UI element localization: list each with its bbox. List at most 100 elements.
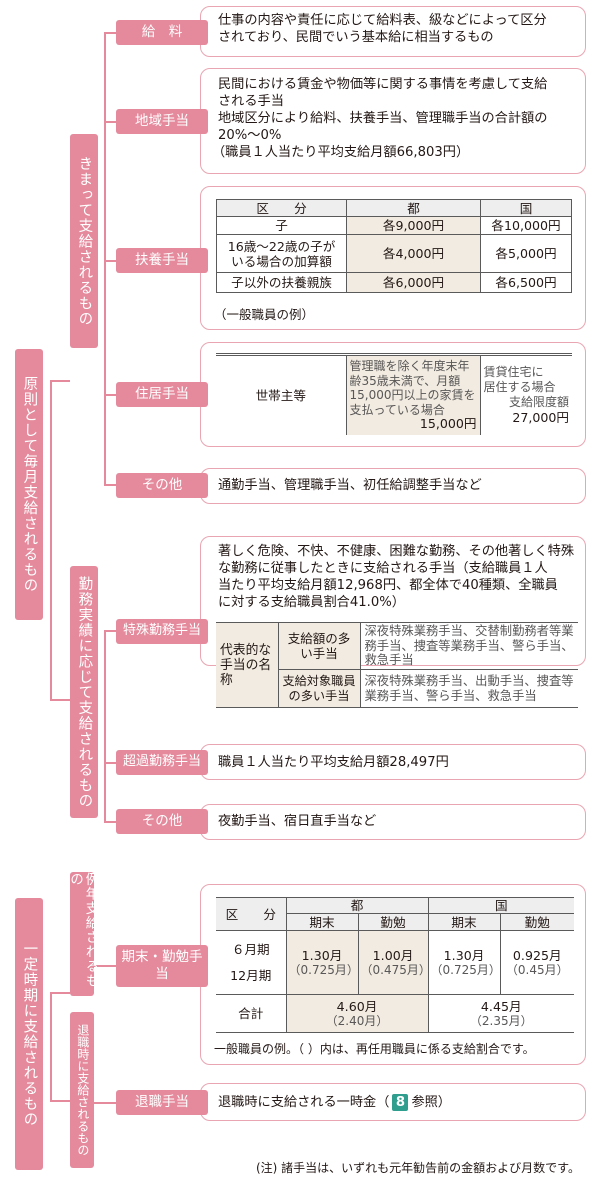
sonota1-text: 通勤手当、管理職手当、初任給調整手当など xyxy=(218,478,482,493)
jukyo-to-cell: 管理職を除く年度末年齢35歳未満で、月額15,000円以上の家賃を支払っている場… xyxy=(345,353,481,435)
sonota1-box xyxy=(200,468,586,504)
group-kimatte-label: きまって支給されるもの xyxy=(70,134,98,348)
kimatsu-to-total-cell: 4.60月 （2.40月） xyxy=(285,994,429,1033)
tokushu-text-3: 当たり平均支給月額12,968円、都全体で40種類、全職員 xyxy=(218,578,558,593)
sonota2-tag: その他 xyxy=(116,809,208,834)
tokushu-row1-value: 深夜特殊業務手当、交替制勤務者等業務手当、捜査等業務手当、警ら手当、救急手当 xyxy=(359,621,578,671)
jukyo-tag: 住居手当 xyxy=(116,382,208,407)
tokushu-text-2: な勤務に従事したときに支給される手当（支給職員１人 xyxy=(218,561,548,576)
kimatsu-to-total: 4.60月 xyxy=(336,998,378,1014)
connector-line xyxy=(104,394,116,396)
kimatsu-table: 区 分 都 国 期末 勤勉 期末 勤勉 ６月期 12月期 1.30月 （0.72… xyxy=(216,897,574,1033)
fuyo-table: 区 分 都 国 子 各9,000円 各10,000円 16歳〜22歳の子がいる場… xyxy=(216,199,572,293)
connector-line xyxy=(50,380,52,699)
chiiki-box xyxy=(200,68,586,174)
kimatsu-row-periods: ６月期 12月期 xyxy=(216,930,287,995)
sonota1-tag: その他 xyxy=(116,473,208,498)
kimatsu-header-to: 都 xyxy=(285,897,429,914)
fuyo-row-to: 各6,000円 xyxy=(346,272,481,293)
kyuryo-text-1: 仕事の内容や責任に応じて給料表、級などによって区分 xyxy=(218,13,547,28)
jukyo-kuni-desc-2: 居住する場合 xyxy=(483,380,556,395)
kimatsu-kuni-kimatsu: 1.30月 xyxy=(443,947,485,963)
fuyo-row-label: 16歳〜22歳の子がいる場合の加算額 xyxy=(216,234,347,273)
connector-line xyxy=(50,380,70,382)
kimatsu-kuni-kimatsu-sub: （0.725月） xyxy=(430,962,501,977)
kimatsu-note: 一般職員の例。（ ）内は、再任用職員に係る支給割合です。 xyxy=(214,1042,535,1056)
choka-tag: 超過勤務手当 xyxy=(116,750,208,775)
group-taishoku-label: 退職時に支給されるもの xyxy=(70,1012,94,1168)
group-kinmu-label: 勤務実績に応じて支給されるもの xyxy=(70,566,98,818)
kyuryo-text-2: されており、民間でいう基本給に相当するもの xyxy=(218,30,494,45)
kimatsu-kuni-kimatsu-cell: 1.30月 （0.725月） xyxy=(427,930,501,995)
connector-line xyxy=(50,992,52,1100)
kimatsu-header-kubun: 区 分 xyxy=(216,897,287,931)
jukyo-kuni-cell: 賃貸住宅に 居住する場合 支給限度額 27,000円 xyxy=(479,353,572,435)
tokushu-text-1: 著しく危険、不快、不健康、困難な勤務、その他著しく特殊 xyxy=(218,544,575,559)
tokushu-text-4: に対する支給職員割合41.0%） xyxy=(218,595,405,610)
footnote: (注) 諸手当は、いずれも元年勧告前の金額および月数です。 xyxy=(256,1161,580,1175)
kimatsu-to-kimatsu: 1.30月 xyxy=(301,947,343,963)
connector-line xyxy=(104,260,116,262)
jukyo-kuni-amount: 27,000円 xyxy=(512,410,569,426)
jukyo-kuni-desc-3: 支給限度額 xyxy=(508,395,569,410)
kimatsu-to-kimatsu-sub: （0.725月） xyxy=(288,962,359,977)
fuyo-row-kuni: 各5,000円 xyxy=(480,234,572,273)
fuyo-tag: 扶養手当 xyxy=(116,248,208,273)
jukyo-to-amount: 15,000円 xyxy=(419,416,477,431)
kimatsu-kuni-kinben-sub: （0.45月） xyxy=(505,962,569,977)
chiiki-text-5: （職員１人当たり平均支給月額66,803円） xyxy=(212,145,470,160)
root-monthly-label: 原則として毎月支給されるもの xyxy=(15,349,43,620)
fuyo-row-kuni: 各10,000円 xyxy=(480,216,572,235)
kimatsu-header-to-kimatsu: 期末 xyxy=(285,913,359,931)
connector-line xyxy=(50,992,70,994)
taishoku-text: 退職時に支給される一時金（ 8 参照） xyxy=(218,1094,451,1111)
tokushu-row1-label: 支給額の多い手当 xyxy=(277,621,361,671)
kyuryo-tag: 給 料 xyxy=(116,20,208,45)
connector-line xyxy=(94,1102,116,1104)
connector-line xyxy=(104,121,116,123)
jukyo-table: 世帯主等 管理職を除く年度末年齢35歳未満で、月額15,000円以上の家賃を支払… xyxy=(216,353,572,435)
fuyo-header-kubun: 区 分 xyxy=(216,199,347,217)
connector-line xyxy=(104,32,116,34)
kimatsu-row-dec: 12月期 xyxy=(230,967,272,983)
root-fixed-label: 一定時期に支給されるもの xyxy=(15,898,43,1170)
kimatsu-kuni-total-cell: 4.45月 （2.35月） xyxy=(427,994,574,1033)
group-reinen-label: 例年支給されるもの xyxy=(67,872,99,996)
fuyo-row-to: 各9,000円 xyxy=(346,216,481,235)
kimatsu-row-june: ６月期 xyxy=(231,941,270,957)
sonota2-box xyxy=(200,804,586,840)
fuyo-row-kuni: 各6,500円 xyxy=(480,272,572,293)
tokushu-row2-label: 支給対象職員の多い手当 xyxy=(277,669,361,709)
kimatsu-kuni-kinben: 0.925月 xyxy=(512,947,562,963)
chiiki-text-4: 20%〜0% xyxy=(218,128,282,143)
choka-box xyxy=(200,744,586,780)
kimatsu-to-kinben-cell: 1.00月 （0.475月） xyxy=(357,930,431,995)
connector-line xyxy=(104,630,116,632)
connector-line xyxy=(104,484,116,486)
fuyo-row-label: 子以外の扶養親族 xyxy=(216,272,347,293)
fuyo-header-to: 都 xyxy=(346,199,481,217)
kimatsu-to-total-sub: （2.40月） xyxy=(325,1013,389,1028)
jukyo-label: 世帯主等 xyxy=(216,353,347,435)
jukyo-to-desc: 管理職を除く年度末年齢35歳未満で、月額15,000円以上の家賃を支払っている場… xyxy=(349,359,476,417)
kimatsu-kuni-total-sub: （2.35月） xyxy=(469,1013,533,1028)
taishoku-text-after: 参照） xyxy=(411,1095,451,1110)
kimatsu-to-kinben: 1.00月 xyxy=(372,947,414,963)
jukyo-kuni-desc-1: 賃貸住宅に xyxy=(483,365,544,380)
taishoku-tag: 退職手当 xyxy=(116,1090,208,1115)
connector-line xyxy=(104,630,106,823)
chiiki-text-2: される手当 xyxy=(218,94,284,109)
kimatsu-to-kinben-sub: （0.475月） xyxy=(360,962,431,977)
kyuryo-box xyxy=(200,6,586,57)
tokushu-row2-value: 深夜特殊業務手当、出動手当、捜査等業務手当、警ら手当、救急手当 xyxy=(359,669,578,709)
connector-line xyxy=(104,32,106,486)
chiiki-text-1: 民間における賃金や物価等に関する事情を考慮して支給 xyxy=(218,77,548,92)
kimatsu-row-total: 合計 xyxy=(216,994,287,1033)
tokushu-table: 代表的な手当の名称 支給額の多い手当 深夜特殊業務手当、交替制勤務者等業務手当、… xyxy=(216,621,578,709)
choka-text: 職員１人当たり平均支給月額28,497円 xyxy=(218,755,449,770)
section-badge-icon: 8 xyxy=(392,1094,409,1111)
connector-line xyxy=(50,699,72,701)
kimatsu-to-kimatsu-cell: 1.30月 （0.725月） xyxy=(285,930,359,995)
connector-line xyxy=(104,762,116,764)
fuyo-row-label: 子 xyxy=(216,216,347,235)
